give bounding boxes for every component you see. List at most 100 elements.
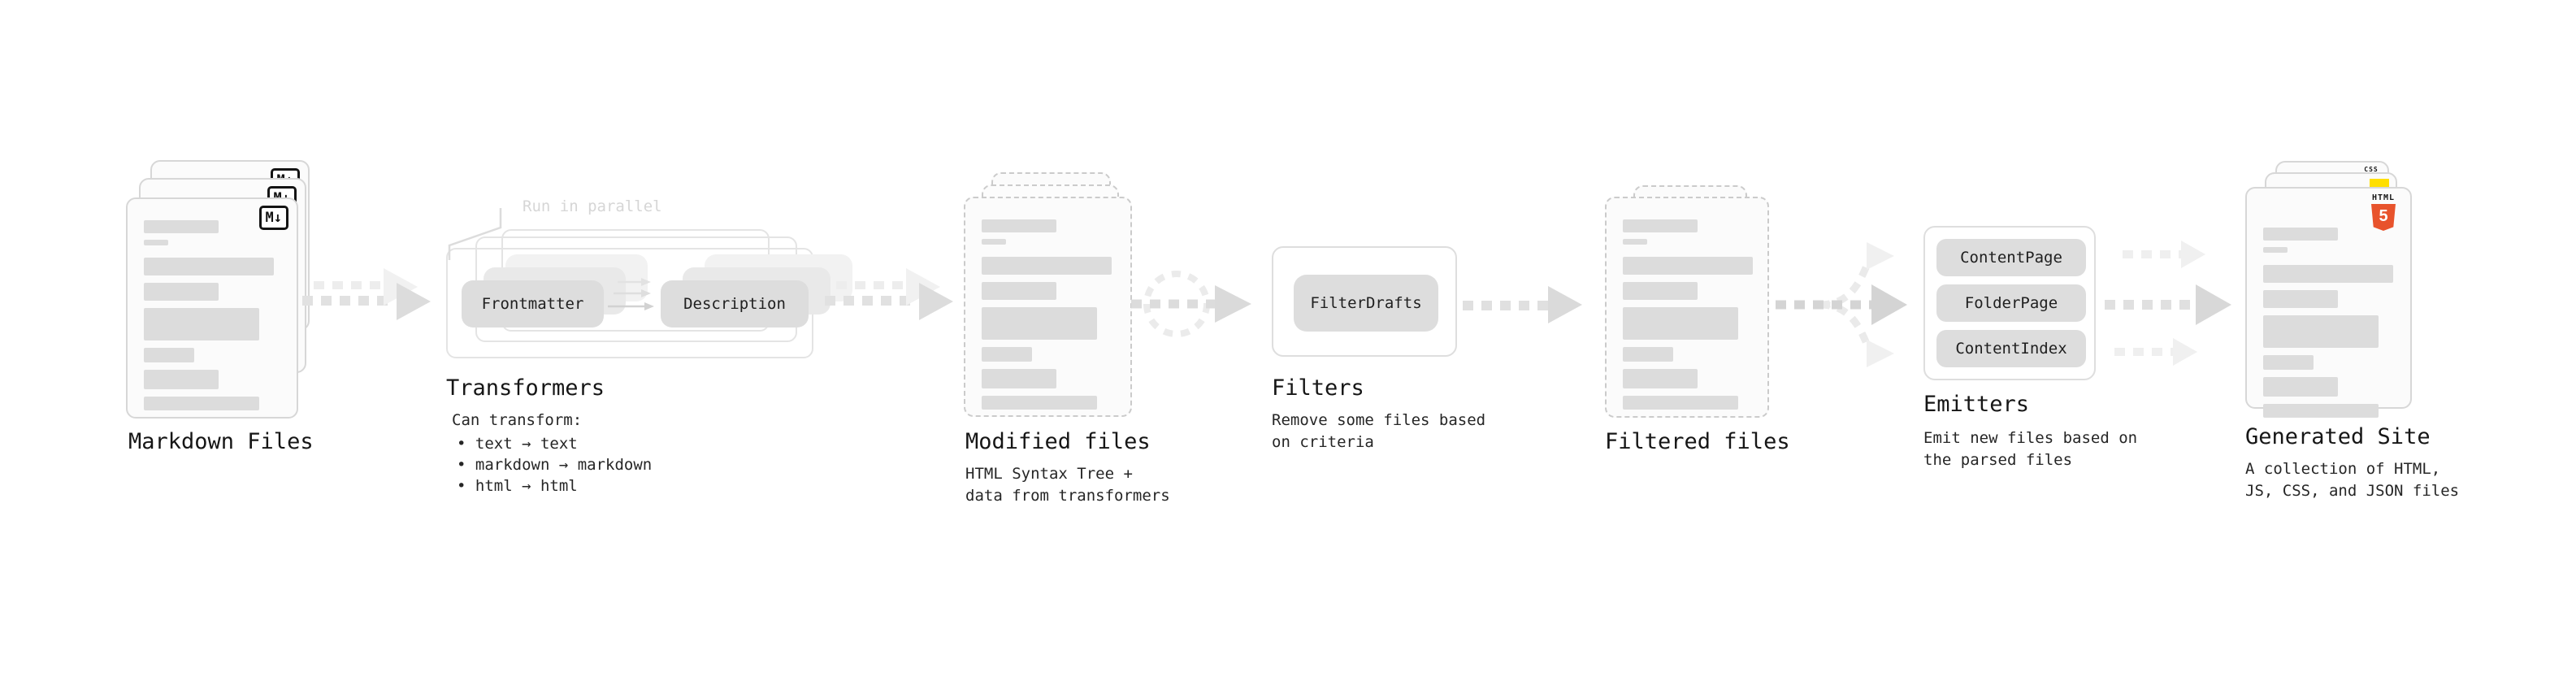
- filtered-file-card-front: [1605, 197, 1769, 418]
- text-line-bar: [982, 282, 1056, 300]
- markdown-icon: M↓: [258, 206, 288, 230]
- parallel-arrows-icon: [608, 278, 654, 310]
- text-line-bar: [982, 307, 1097, 340]
- text-line-bar: [1623, 307, 1738, 340]
- text-line-bar: [2263, 355, 2314, 370]
- js-icon: [2370, 179, 2389, 189]
- text-line-bar: [144, 240, 168, 245]
- html5-icon-word: HTML: [2371, 193, 2396, 202]
- modified-files-sublabel: HTML Syntax Tree + data from transformer…: [965, 465, 1170, 505]
- flow-arrow-filtered-to-emitters-fanout: [1776, 242, 1907, 367]
- description-transformer-pill: Description: [661, 280, 809, 327]
- transformers-capability-list: • text → text • markdown → markdown • ht…: [457, 433, 652, 497]
- frontmatter-pill-label: Frontmatter: [481, 295, 584, 313]
- flow-arrow-emitters-bottom: [2114, 338, 2204, 366]
- transformers-label: Transformers: [446, 375, 605, 401]
- generated-site-label: Generated Site: [2245, 424, 2431, 449]
- arrowhead-top: [1867, 242, 1894, 270]
- folderpage-pill-label: FolderPage: [1964, 294, 2058, 312]
- text-line-bar: [1623, 347, 1673, 362]
- arrowhead: [1548, 286, 1582, 323]
- filters-box: FilterDrafts: [1272, 246, 1457, 357]
- arrowhead: [2181, 241, 2205, 268]
- arrowhead: [2173, 338, 2197, 366]
- frontmatter-transformer-pill: Frontmatter: [462, 280, 604, 327]
- emitters-sublabel: Emit new files based on the parsed files: [1923, 429, 2138, 469]
- generated-html-card-front: HTML 5: [2245, 187, 2412, 418]
- text-line-bar: [2263, 228, 2338, 241]
- text-line-bar: [982, 369, 1056, 388]
- text-line-bar: [144, 370, 219, 389]
- flow-arrow-emitters-middle: [2105, 284, 2235, 325]
- contentindex-pill-label: ContentIndex: [1955, 340, 2067, 358]
- run-in-parallel-leader-line: [448, 208, 502, 260]
- filters-label: Filters: [1272, 375, 1364, 401]
- flow-arrow-markdown-to-transformers: [302, 268, 434, 325]
- markdown-files-label: Markdown Files: [128, 429, 314, 454]
- text-line-bar: [2263, 404, 2379, 418]
- text-line-bar: [1623, 369, 1698, 388]
- flow-arrow-transformers-to-modified: [825, 268, 956, 325]
- contentpage-pill-label: ContentPage: [1960, 249, 2062, 267]
- transform-list-item: • text → text: [457, 435, 578, 453]
- markdown-files-stack: M↓ M↓ M↓: [126, 160, 337, 422]
- generated-site-stack: CSS HTML 5: [2228, 161, 2415, 418]
- text-line-bar: [2263, 377, 2338, 397]
- text-line-bar: [1623, 239, 1647, 245]
- generated-site-sublabel: A collection of HTML, JS, CSS, and JSON …: [2245, 460, 2460, 500]
- text-line-bar: [144, 348, 194, 362]
- arrowhead: [2196, 284, 2231, 325]
- filters-sublabel: Remove some files based on criteria: [1272, 411, 1486, 451]
- modified-file-card-front: [964, 197, 1132, 417]
- arrowhead: [919, 283, 953, 320]
- html5-icon: HTML 5: [2365, 193, 2402, 231]
- text-line-bar: [982, 239, 1006, 245]
- description-pill-label: Description: [683, 295, 786, 313]
- filterdrafts-pill: FilterDrafts: [1294, 275, 1438, 332]
- flow-arrow-modified-to-filters: [1131, 271, 1251, 337]
- arrowhead: [397, 283, 431, 320]
- filtered-files-label: Filtered files: [1605, 429, 1790, 454]
- arrowhead-bottom: [1867, 340, 1894, 367]
- css-icon-word: CSS: [2364, 166, 2379, 173]
- html5-icon-shield: 5: [2371, 204, 2396, 231]
- transformers-sub-heading: Can transform:: [452, 411, 583, 429]
- transform-list-item: • markdown → markdown: [457, 456, 653, 474]
- text-line-bar: [1623, 257, 1753, 275]
- arrowhead: [1215, 285, 1251, 323]
- text-line-bar: [2263, 265, 2393, 283]
- text-line-bar: [982, 396, 1097, 410]
- text-line-bar: [144, 308, 259, 340]
- contentindex-pill: ContentIndex: [1936, 330, 2086, 367]
- folderpage-pill: FolderPage: [1936, 284, 2086, 322]
- text-line-bar: [144, 397, 259, 410]
- text-line-bar: [144, 283, 219, 301]
- modified-files-stack: [964, 172, 1151, 420]
- filtered-files-stack: [1605, 185, 1776, 421]
- text-line-bar: [2263, 315, 2379, 348]
- doc-content-placeholder: [965, 198, 1130, 410]
- transform-list-item: • html → html: [457, 477, 578, 495]
- emitters-label: Emitters: [1923, 392, 2030, 417]
- text-line-bar: [1623, 396, 1738, 410]
- contentpage-pill: ContentPage: [1936, 239, 2086, 276]
- text-line-bar: [144, 258, 274, 275]
- text-line-bar: [144, 220, 219, 233]
- text-line-bar: [1623, 282, 1698, 300]
- text-line-bar: [2263, 247, 2288, 253]
- modified-files-label: Modified files: [965, 429, 1151, 454]
- text-line-bar: [982, 347, 1032, 362]
- run-in-parallel-annotation: Run in parallel: [523, 197, 662, 215]
- doc-content-placeholder: [1607, 198, 1767, 410]
- text-line-bar: [982, 257, 1112, 275]
- filterdrafts-pill-label: FilterDrafts: [1310, 294, 1422, 312]
- emitters-box: ContentPage FolderPage ContentIndex: [1923, 226, 2096, 380]
- doc-content-placeholder: [128, 199, 297, 410]
- markdown-file-card-front: M↓: [126, 197, 298, 419]
- text-line-bar: [1623, 219, 1698, 232]
- flow-arrow-filters-to-filtered: [1463, 286, 1585, 323]
- flow-arrow-emitters-top: [2123, 241, 2212, 268]
- text-line-bar: [2263, 290, 2338, 308]
- doc-content-placeholder: [2247, 189, 2410, 418]
